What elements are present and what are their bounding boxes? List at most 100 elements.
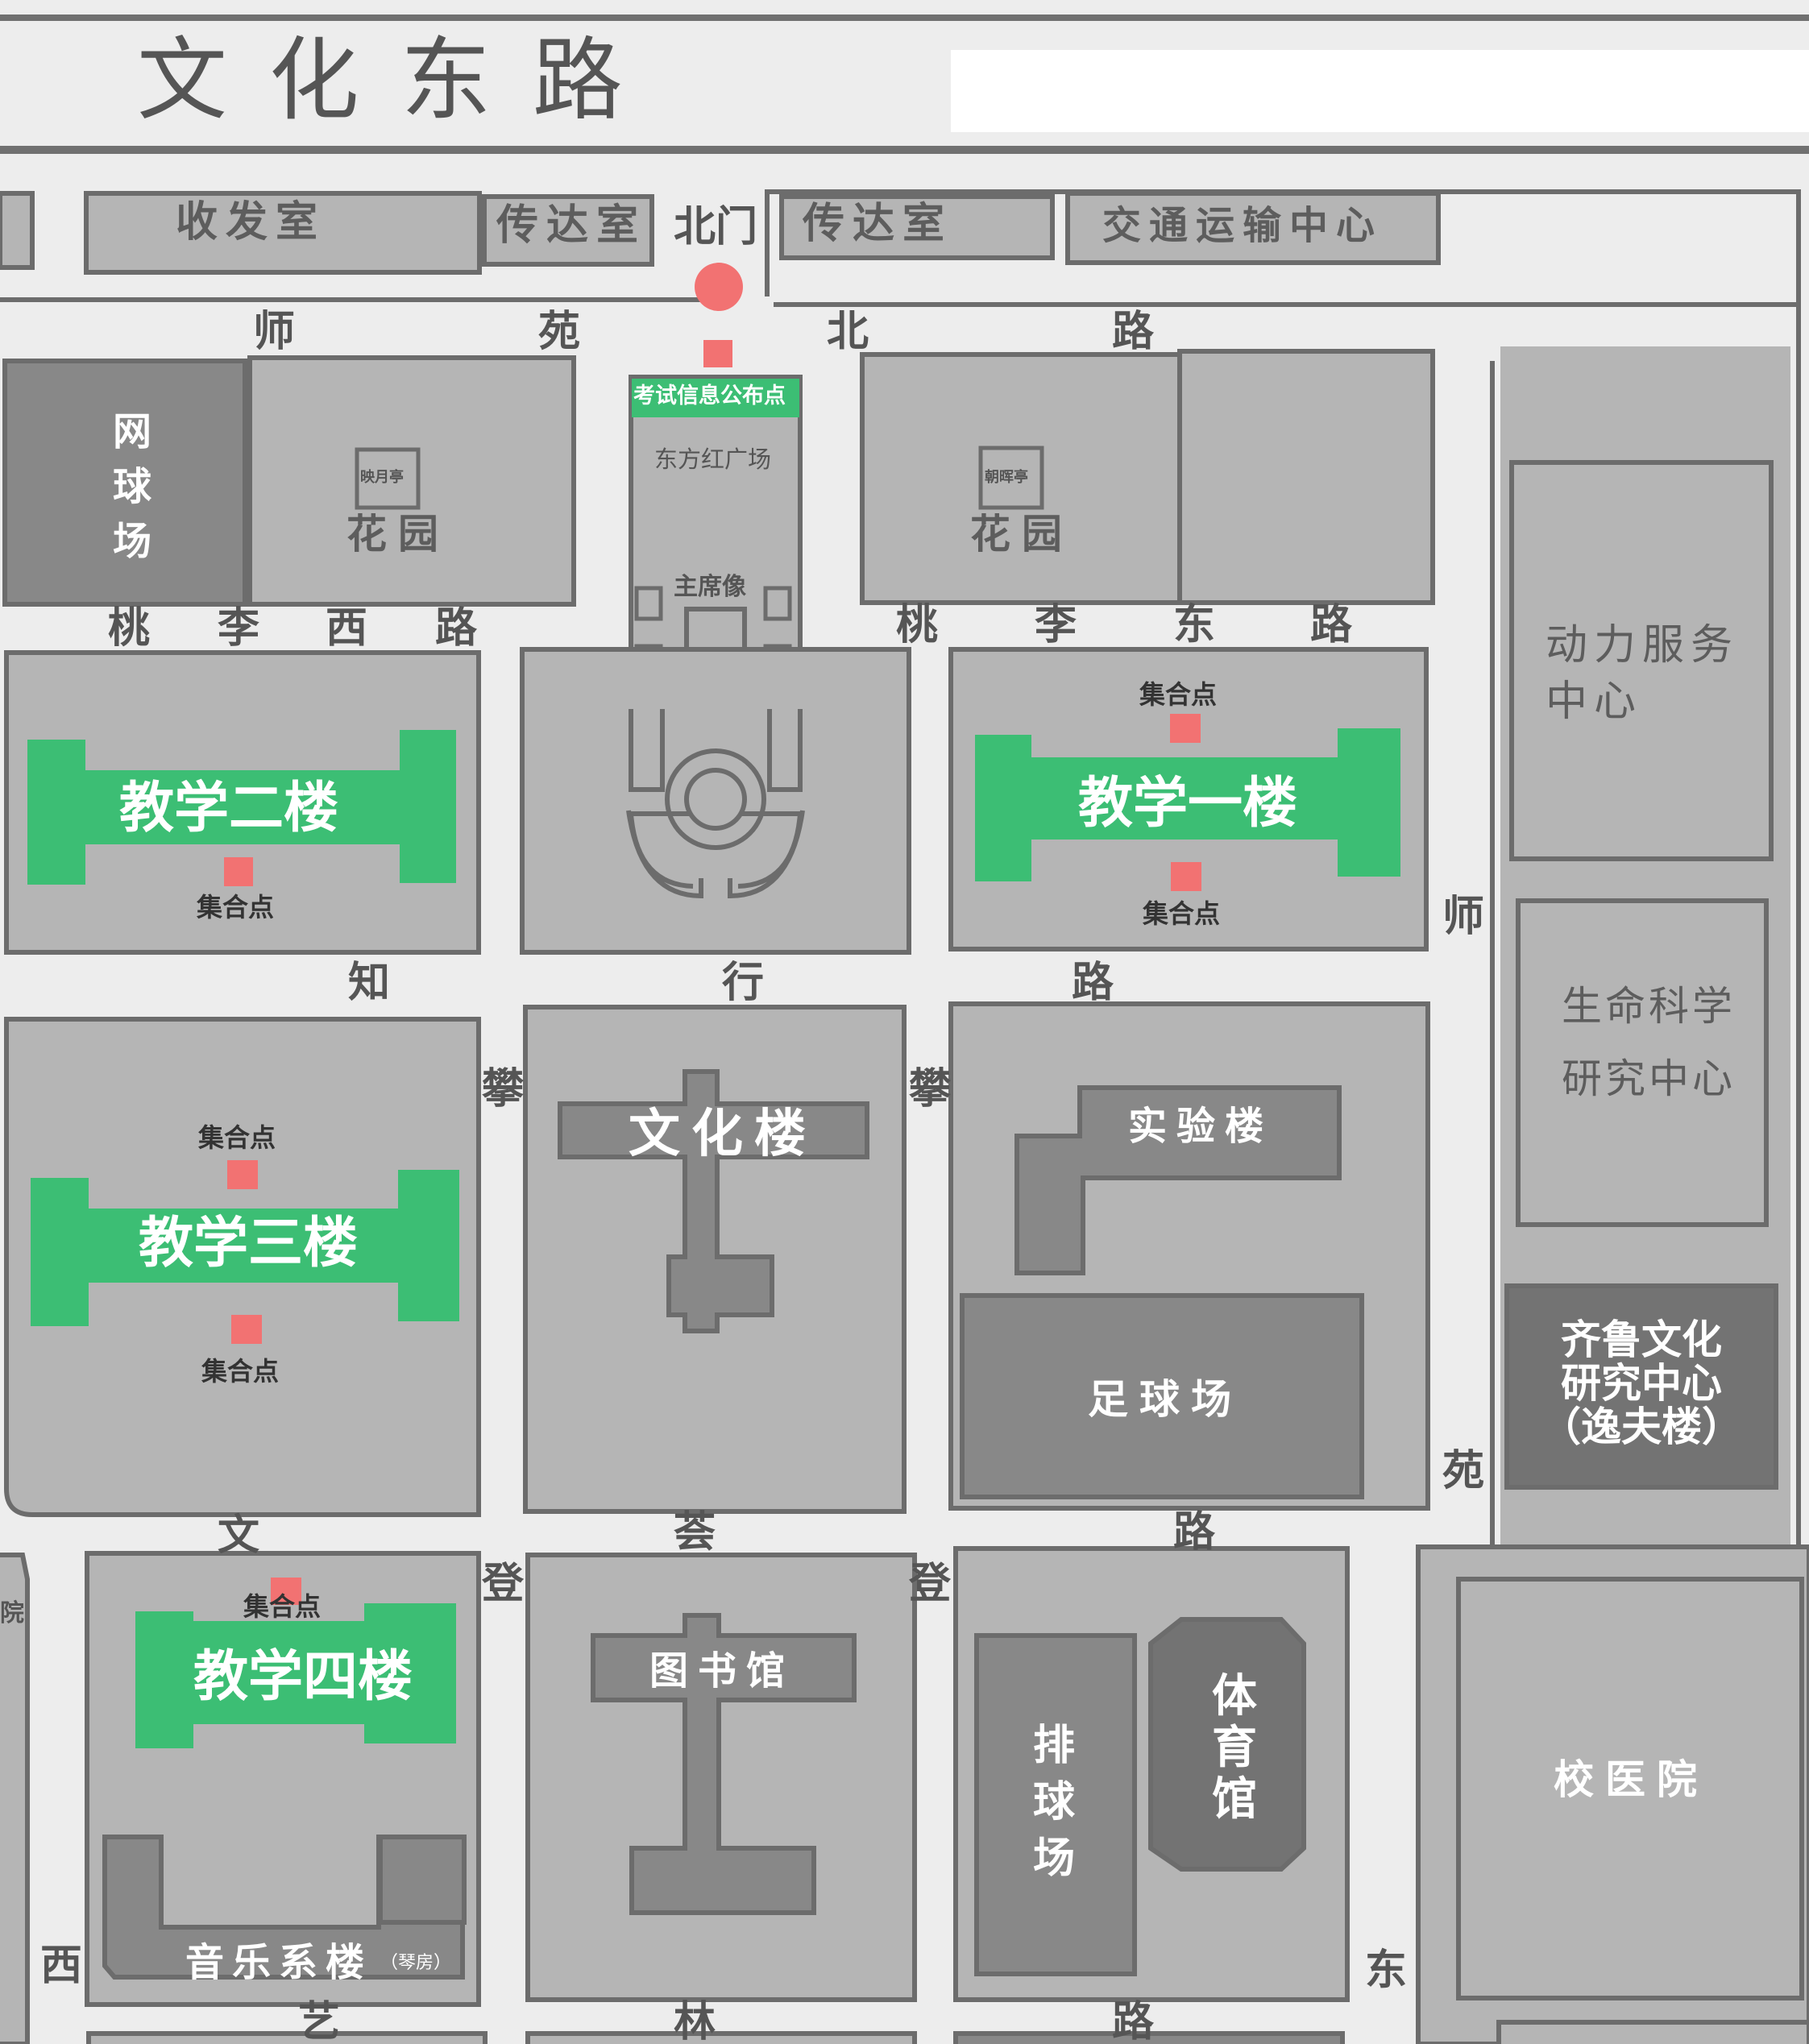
road-char: 西 <box>40 1942 83 1990</box>
library-shape <box>591 1613 857 1915</box>
plaza-walls <box>629 709 803 792</box>
hospital-label: 校医院 <box>1554 1756 1708 1803</box>
garden-left-block <box>247 355 576 607</box>
volleyball-court-label: 排球场 <box>1032 1722 1075 1883</box>
qilu-culture-label: 齐鲁文化 研究中心 （逸夫楼） <box>1541 1316 1742 1450</box>
football-field-block <box>960 1293 1364 1499</box>
volleyball-court-block <box>974 1633 1137 1976</box>
teaching-building-1-label: 教学一楼 <box>1078 772 1298 835</box>
road-char: 攀 <box>909 1065 952 1113</box>
lab-building-shape <box>1014 1085 1342 1275</box>
road-char: 荟 <box>674 1508 716 1557</box>
road-char: 西 <box>326 604 368 653</box>
power-service-label: 动力服务 中心 <box>1546 621 1740 726</box>
assembly-label-tb3-north: 集合点 <box>198 1122 276 1153</box>
plaza-ring-inner <box>684 768 747 831</box>
west-edge-label: 院 <box>0 1599 24 1627</box>
square-box-2 <box>763 586 792 621</box>
exam-info-point-label: 考试信息公布点 <box>633 384 786 408</box>
assembly-label-tb3-south: 集合点 <box>201 1356 280 1387</box>
life-science-label: 生命科学 研究中心 <box>1562 983 1736 1102</box>
library-label: 图书馆 <box>649 1648 795 1694</box>
gate-row-stub <box>0 191 35 270</box>
exam-info-banner <box>632 379 799 417</box>
assembly-marker-tb3-south <box>231 1315 262 1344</box>
transport-center-label: 交通运输中心 <box>1102 203 1384 248</box>
pavilion-right-box <box>978 446 1044 510</box>
guard-room-right-block <box>779 194 1055 260</box>
road-char: 桃 <box>108 604 151 653</box>
chairman-statue-label: 主席像 <box>674 573 746 601</box>
assembly-marker-tb1-north <box>1170 714 1201 743</box>
north-gate-marker <box>695 263 743 311</box>
teaching-building-2-label: 教学二楼 <box>119 777 339 840</box>
transport-center-block <box>1065 191 1441 265</box>
road-char: 路 <box>1173 1508 1216 1557</box>
hospital-block <box>1456 1577 1804 2000</box>
road-char: 苑 <box>1442 1447 1485 1495</box>
road-char: 登 <box>909 1560 952 1608</box>
road-char: 路 <box>1112 308 1155 356</box>
exam-info-marker <box>703 340 732 367</box>
northeast-wall <box>765 189 1801 307</box>
road-char: 路 <box>1310 601 1353 649</box>
culture-building-shape <box>558 1069 869 1333</box>
tennis-court-block <box>2 359 247 607</box>
garden-right-block-2 <box>1177 349 1435 605</box>
pavilion-right-label: 朝晖亭 <box>985 469 1028 486</box>
piano-room-label: （琴房） <box>380 1953 452 1973</box>
reception-room-label: 收发室 <box>176 198 326 247</box>
road-char: 东 <box>1173 601 1216 649</box>
teaching-building-2-shape <box>27 730 456 885</box>
teaching-building-4-label: 教学四楼 <box>193 1645 413 1709</box>
assembly-label-tb1-north: 集合点 <box>1139 679 1218 710</box>
hospital-south-strip <box>1496 2020 1809 2044</box>
assembly-marker-tb4 <box>271 1578 301 1605</box>
road-char: 师 <box>253 308 296 356</box>
road-char: 林 <box>674 1998 716 2044</box>
guard-room-left-block <box>482 194 654 267</box>
assembly-label-tb4: 集合点 <box>243 1591 322 1622</box>
assembly-marker-tb3-north <box>227 1160 258 1189</box>
teaching-building-1-shape <box>975 728 1400 881</box>
road-char: 李 <box>218 604 260 653</box>
assembly-label-tb2: 集合点 <box>197 892 275 922</box>
football-field-label: 足球场 <box>1088 1376 1243 1423</box>
road-char: 行 <box>722 959 765 1007</box>
power-service-block <box>1509 460 1774 861</box>
teaching-building-3-shape <box>31 1170 459 1326</box>
music-building-label: 音乐系楼 <box>185 1940 373 1985</box>
pavilion-left-box <box>355 447 421 510</box>
road-char: 路 <box>1112 1998 1155 2044</box>
garden-right-label: 花园 <box>970 511 1073 558</box>
reception-room-block <box>84 191 482 275</box>
north-gate-label: 北门 <box>674 203 758 251</box>
assembly-label-tb1-south: 集合点 <box>1143 898 1221 929</box>
road-char: 桃 <box>896 601 939 649</box>
road-char: 路 <box>1072 959 1114 1007</box>
teaching-building-3-label: 教学三楼 <box>139 1212 359 1275</box>
garden-right-block <box>860 352 1182 605</box>
plaza-curves-outer <box>626 810 805 899</box>
gymnasium-label: 体育馆 <box>1212 1670 1257 1826</box>
assembly-marker-tb2 <box>224 857 253 886</box>
road-char: 文 <box>218 1511 260 1560</box>
teaching-building-4-shape <box>135 1603 456 1748</box>
music-building-wing <box>378 1835 467 1925</box>
road-char: 知 <box>348 959 391 1007</box>
lab-building-label: 实验楼 <box>1128 1104 1274 1149</box>
central-plot <box>520 647 911 955</box>
road-char: 苑 <box>538 308 581 356</box>
road-title-wenhua-east: 文 化 东 路 <box>137 28 629 133</box>
south-strip-2 <box>525 2031 917 2044</box>
pavilion-left-label: 映月亭 <box>360 469 404 486</box>
square-box-1 <box>634 586 663 621</box>
road-char: 攀 <box>482 1065 525 1113</box>
road-char: 师 <box>1442 893 1485 941</box>
guard-room-right-label: 传达室 <box>803 200 953 248</box>
road-char: 登 <box>482 1560 525 1608</box>
tennis-court-label: 网球场 <box>112 409 151 564</box>
guard-room-left-label: 传达室 <box>496 201 647 250</box>
